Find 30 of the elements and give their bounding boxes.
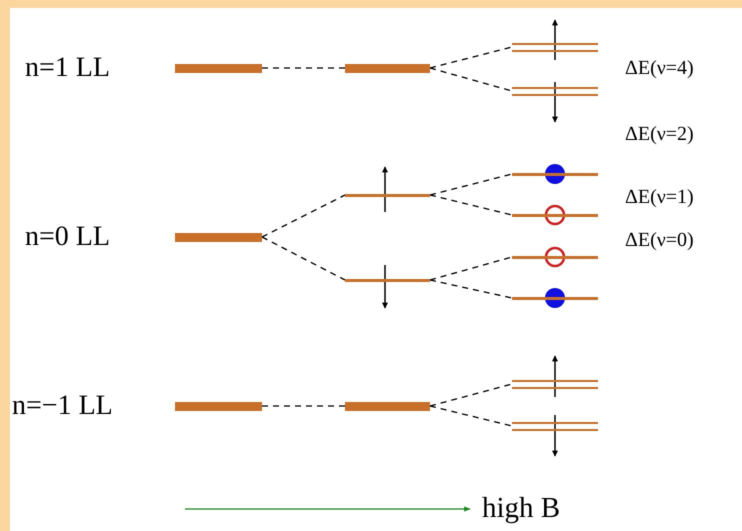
double-level-line [512,380,598,388]
level-label: n=1 LL [25,54,110,82]
energy-level-line [512,256,598,258]
level-label: n=0 LL [25,223,110,251]
double-level-line [512,86,598,96]
dashed-connector [430,405,512,427]
double-level-line [512,422,598,430]
double-level-line [512,42,598,52]
energy-level-line [512,296,598,300]
dashed-connector [262,194,346,238]
dashed-connector [430,256,512,281]
dashed-connector [430,194,512,216]
dashed-connector [262,236,346,281]
dashed-connector [262,67,345,69]
dashed-connector [430,67,512,92]
energy-level-line [345,278,430,282]
dashed-connector [430,383,512,407]
energy-level-line [512,172,598,176]
axis-label: high B [482,494,560,522]
energy-level-line [345,194,430,196]
energy-gap-label: ΔE(ν=0) [625,230,694,250]
energy-gap-label: ΔE(ν=2) [625,124,694,144]
level-label: n=−1 LL [12,392,113,420]
energy-gap-label: ΔE(ν=4) [625,58,694,78]
dashed-connector [430,173,512,196]
energy-level-line [512,214,598,216]
dashed-connector [430,279,512,299]
energy-gap-label: ΔE(ν=1) [625,187,694,207]
dashed-connector [430,46,512,69]
dashed-connector [262,405,345,407]
